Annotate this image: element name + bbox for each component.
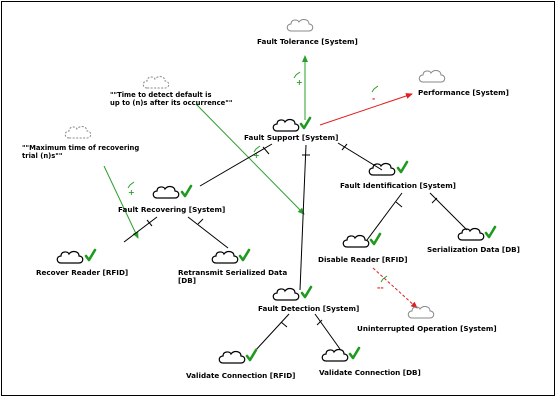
tick-mark [197, 218, 204, 225]
satisfied-check-icon [484, 225, 497, 239]
mini-check-icon [371, 85, 379, 93]
satisfied-check-icon [396, 160, 409, 174]
link-ident-support[interactable] [337, 142, 383, 171]
satisfied-check-icon [300, 285, 313, 299]
link-support-performance[interactable] [319, 93, 413, 126]
contrib-support-tolerance: + [296, 78, 303, 87]
softgoal-cloud-icon[interactable] [457, 227, 485, 241]
softgoal-cloud-icon[interactable] [272, 118, 300, 132]
contrib-recover-claim: + [128, 188, 135, 197]
uninterrupted-label: Uninterrupted Operation [System] [357, 324, 497, 333]
serialization-data-label: Serialization Data [DB] [427, 245, 520, 254]
softgoal-cloud-icon[interactable] [272, 287, 300, 301]
claim-recover-line1: ""Maximum time of recovering [22, 144, 139, 152]
fault-identification-label: Fault Identification [System] [340, 181, 456, 190]
link-detect-db[interactable] [314, 313, 341, 350]
softgoal-cloud-icon[interactable] [342, 234, 370, 248]
validate-db-label: Validate Connection [DB] [319, 368, 421, 377]
mini-check-icon [127, 181, 135, 189]
satisfied-check-icon [180, 184, 193, 198]
contrib-disable-uninterrupted: -- [377, 283, 384, 292]
link-recover-reader[interactable] [123, 216, 158, 243]
softgoal-cloud-icon[interactable] [368, 162, 396, 176]
fault-tolerance-label: Fault Tolerance [System] [257, 37, 358, 46]
tick-mark [341, 143, 348, 151]
softgoal-cloud-icon[interactable] [152, 185, 180, 199]
link-ident-serialization[interactable] [429, 192, 468, 231]
softgoal-cloud-icon[interactable] [321, 348, 349, 362]
claim-cloud-icon[interactable] [142, 76, 170, 89]
claim-detect-line2: up to (n)s after its occurrence"" [110, 99, 232, 107]
retransmit-label-line1: Retransmit Serialized Data [178, 268, 287, 277]
claim-recover-line2: trial (n)s"" [22, 152, 62, 160]
softgoal-cloud-icon[interactable] [211, 250, 239, 264]
softgoal-cloud-icon[interactable] [56, 250, 84, 264]
performance-label: Performance [System] [418, 88, 509, 97]
softgoal-cloud-icon[interactable] [418, 70, 446, 83]
softgoal-cloud-icon[interactable] [286, 19, 314, 32]
mini-check-icon [253, 145, 261, 153]
contrib-support-performance: - [372, 94, 375, 103]
link-claim-detect[interactable] [195, 103, 305, 215]
tick-mark [431, 197, 438, 204]
link-ident-disable[interactable] [366, 192, 403, 241]
softgoal-cloud-icon[interactable] [218, 350, 246, 364]
recover-reader-label: Recover Reader [RFID] [36, 268, 128, 277]
tick-mark [146, 219, 153, 227]
claim-detect-line1: ""Time to detect default is [110, 91, 212, 99]
satisfied-check-icon [348, 346, 361, 360]
softgoal-cloud-icon[interactable] [407, 306, 435, 319]
satisfied-check-icon [245, 348, 258, 362]
disable-reader-label: Disable Reader [RFID] [318, 255, 408, 264]
mini-check-icon [293, 71, 301, 79]
fault-support-label: Fault Support [System] [244, 133, 338, 142]
satisfied-check-icon [369, 232, 382, 246]
link-detect-support[interactable] [299, 144, 307, 291]
tick-mark [395, 201, 403, 208]
fault-recovering-label: Fault Recovering [System] [118, 205, 225, 214]
fault-detection-label: Fault Detection [System] [258, 304, 359, 313]
mini-check-icon [380, 275, 388, 283]
validate-rfid-label: Validate Connection [RFID] [186, 371, 295, 380]
retransmit-label-line2: [DB] [178, 276, 196, 285]
link-detect-rfid[interactable] [253, 313, 290, 353]
claim-cloud-icon[interactable] [64, 126, 92, 139]
contrib-detect-claim: + [253, 151, 260, 160]
link-claim-recover[interactable] [103, 165, 139, 239]
tick-mark [316, 319, 323, 326]
tick-mark [262, 146, 270, 155]
satisfied-check-icon [238, 248, 251, 262]
link-recover-support[interactable] [199, 143, 273, 187]
link-recover-retransmit[interactable] [187, 216, 229, 249]
tick-mark [280, 321, 288, 328]
satisfied-check-icon [84, 248, 97, 262]
